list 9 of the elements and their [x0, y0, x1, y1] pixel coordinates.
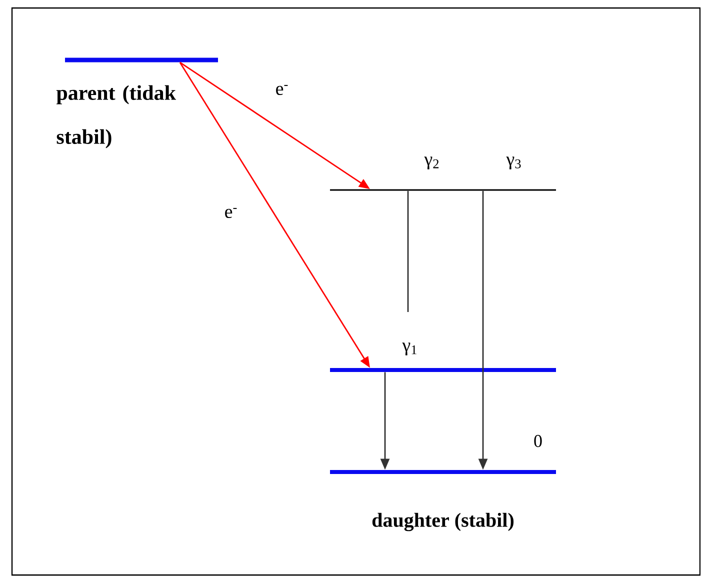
edge-label: γ$_{1}$	[402, 342, 416, 356]
edge-label: e$^{-}$	[276, 84, 288, 96]
level-label: parent (tidak stabil)	[56, 85, 176, 148]
edge-label: e$^{-}$	[225, 208, 237, 218]
level-label: daughter (stabil)	[372, 512, 514, 532]
edge-label: γ$_{3}$	[506, 156, 521, 170]
energy-value: 0	[534, 434, 542, 448]
energy-level	[330, 368, 556, 372]
edge-label: γ$_{2}$	[424, 156, 439, 170]
